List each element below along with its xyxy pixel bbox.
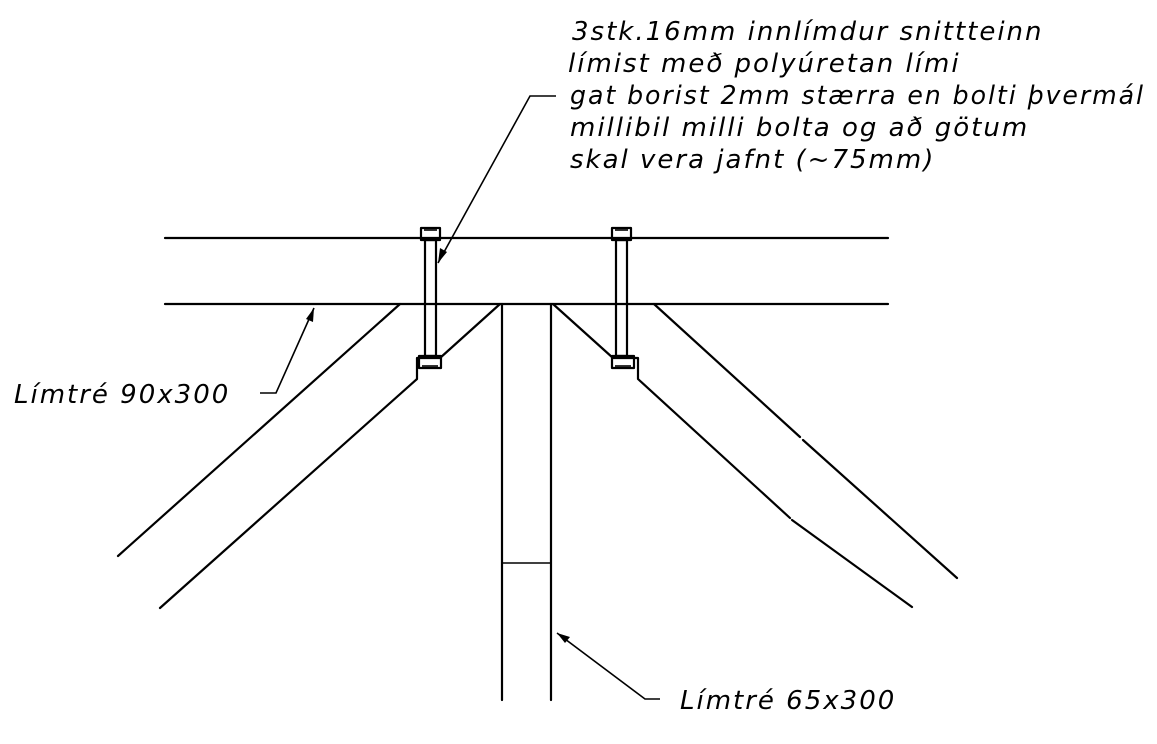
right-diagonal-brace — [551, 302, 959, 609]
bolt-note-line-1: 3stk.16mm innlímdur snittteinn — [572, 17, 1044, 47]
post-label-leader — [556, 632, 660, 700]
right-bolt — [610, 226, 636, 370]
bolt-note-line-3: gat borist 2mm stærra en bolti þvermál — [570, 81, 1145, 111]
beam-label: Límtré 90x300 — [14, 380, 230, 410]
bolt-note-line-2: límist með polyúretan lími — [568, 49, 961, 79]
bolt-note-line-5: skal vera jafnt (~75mm) — [570, 145, 935, 175]
bolt-note-leader — [437, 95, 556, 264]
vertical-post — [500, 302, 553, 702]
horizontal-beam — [163, 236, 890, 306]
bolt-note-line-4: millibil milli bolta og að götum — [570, 113, 1029, 143]
beam-label-leader — [260, 307, 315, 394]
left-diagonal-brace — [116, 302, 502, 610]
left-bolt — [417, 226, 443, 370]
post-label: Límtré 65x300 — [680, 686, 896, 716]
